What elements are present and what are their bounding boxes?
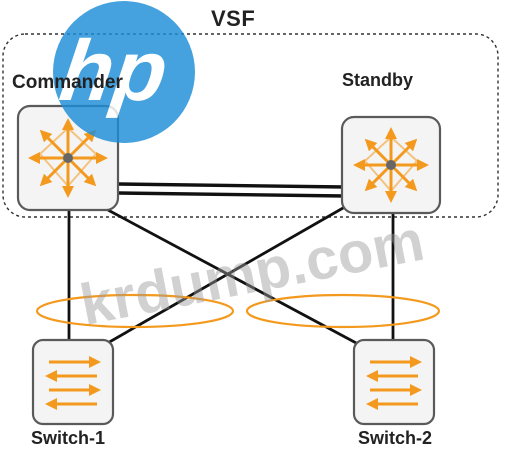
svg-text:hp: hp [55, 23, 173, 119]
access-switch-arrows-icon [45, 356, 101, 410]
vsf-title: VSF [211, 6, 256, 31]
lag-ellipse-switch2 [245, 293, 441, 329]
switch-1 [31, 338, 115, 426]
standby-label: Standby [342, 70, 414, 90]
core-switch-router-icon [353, 127, 429, 203]
watermark: krdump.com [75, 208, 429, 338]
access-switch-arrows-icon [366, 356, 422, 410]
lag-ellipse-switch1 [35, 293, 235, 329]
hp-logo: hp [53, 1, 195, 143]
switch-2 [352, 338, 436, 426]
commander-label: Commander [12, 72, 123, 93]
standby-switch [340, 115, 442, 215]
core-switch-router-icon [28, 118, 108, 198]
vsf-boundary [2, 33, 499, 218]
switch-1-label: Switch-1 [31, 428, 106, 448]
link-commander-switch2 [107, 208, 374, 354]
switch-2-label: Switch-2 [358, 428, 433, 448]
vsf-link [117, 182, 346, 198]
